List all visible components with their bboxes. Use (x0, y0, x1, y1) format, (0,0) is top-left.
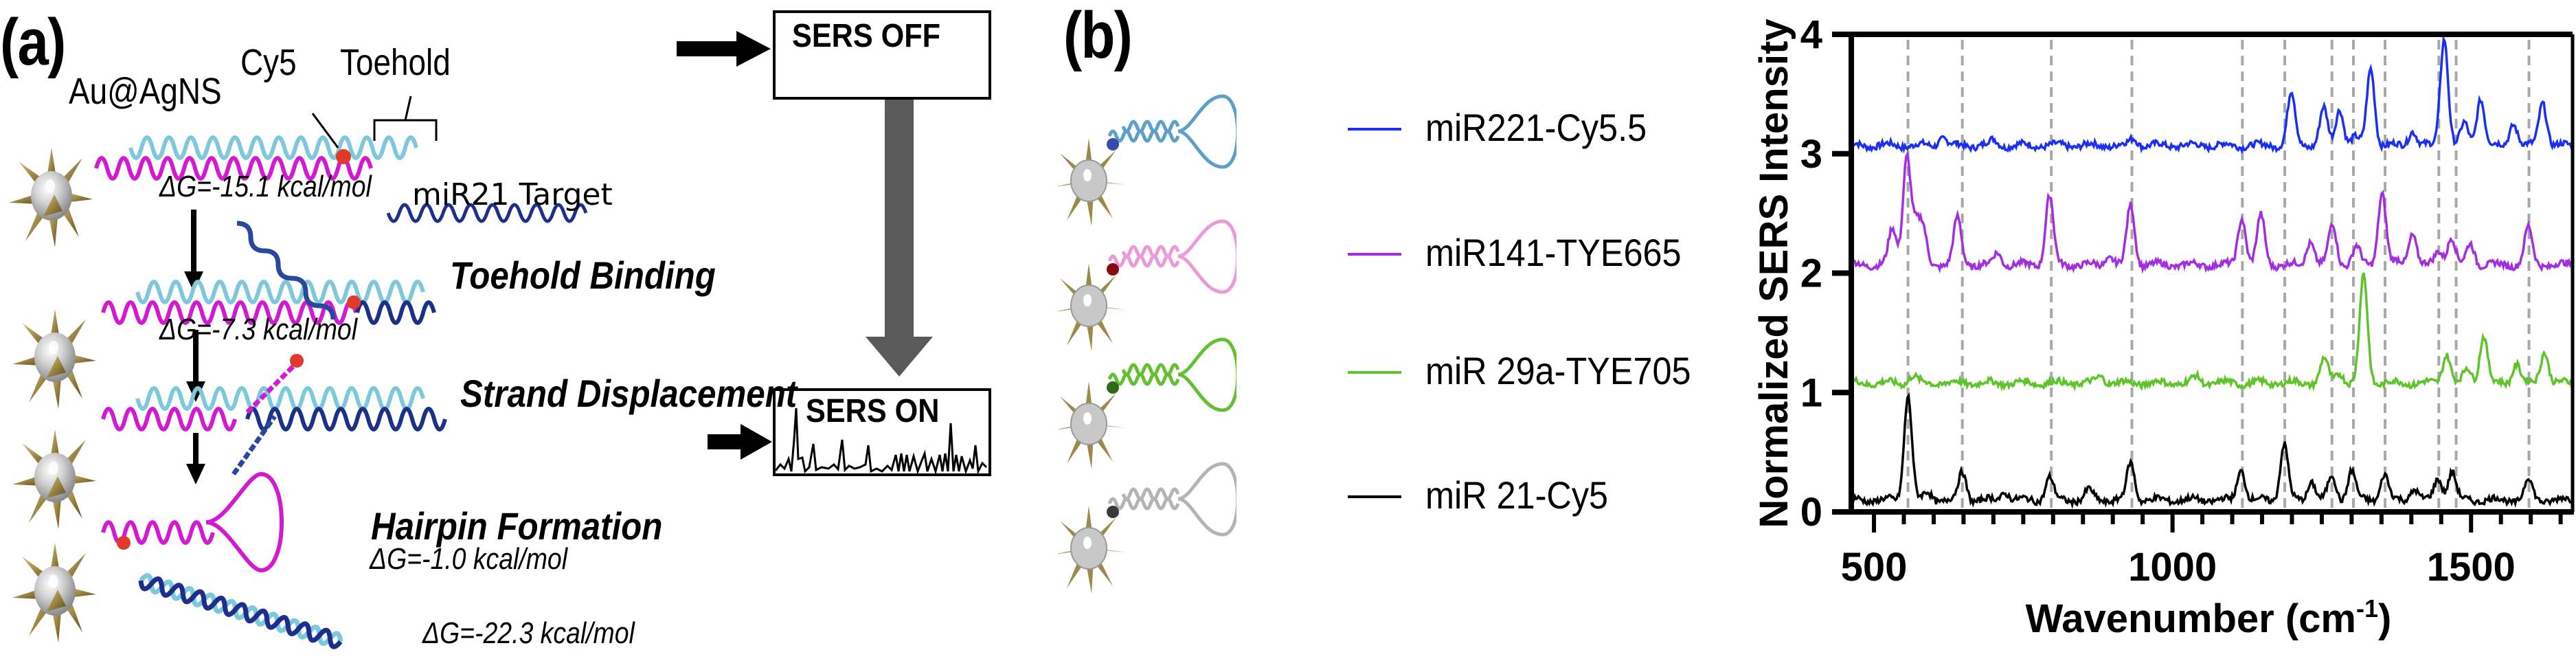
dye-icon (1107, 263, 1119, 276)
panel-b-label: (b) (1063, 0, 1133, 72)
delta-g-toehold: ΔG=-7.3 kcal/mol (159, 313, 358, 346)
delta-g-initial: ΔG=-15.1 kcal/mol (159, 170, 372, 203)
dye-icon (1107, 381, 1119, 394)
nanostar-icon (12, 429, 96, 529)
probe-hairpin-icon (1058, 462, 1236, 594)
probe-hairpin-icon (1058, 219, 1236, 351)
legend-line (1348, 253, 1401, 256)
series-line-mir-29a-tye705 (1851, 272, 2573, 392)
legend-label: miR221-Cy5.5 (1425, 106, 1647, 149)
legend-line (1348, 128, 1401, 131)
sers-on-spectrum (774, 407, 988, 475)
step-hairpin-formation: Hairpin Formation (371, 504, 663, 548)
big-arrow-shaft (885, 98, 914, 339)
series-line-mir-21-cy5 (1850, 392, 2574, 509)
y-tick-label: 0 (1800, 490, 1822, 535)
probe-hairpin-icon (1058, 337, 1236, 469)
y-tick-label: 1 (1800, 370, 1822, 415)
sers-on-box: SERS ON (773, 388, 991, 476)
probe-strand (94, 156, 373, 181)
released-duplex (138, 573, 343, 649)
legend-line (1348, 495, 1401, 498)
y-tick-label: 3 (1800, 132, 1822, 177)
x-axis-label-main: Wavenumber (cm (2026, 596, 2356, 641)
complement-strand (128, 135, 418, 160)
panel-a-schematic (9, 31, 988, 649)
sers-spectra-chart: 0 1 2 3 4 500 1000 1500 Normalized SERS Intensi… (1752, 12, 2575, 641)
nanostar-icon (9, 148, 93, 247)
delta-g-hairpin: ΔG=-1.0 kcal/mol (370, 542, 568, 576)
toehold-label: Toehold (340, 42, 451, 83)
sers-off-title: SERS OFF (792, 18, 941, 54)
x-tick-label: 500 (1841, 545, 1908, 590)
arrow-right-icon (736, 31, 771, 67)
arrow-down-icon (184, 271, 203, 292)
nanostar-icon (12, 543, 96, 642)
dye-icon (1107, 138, 1119, 150)
legend-label: miR141-TYE665 (1425, 231, 1682, 274)
legend-label: miR 21-Cy5 (1425, 473, 1609, 517)
mir21-target-strand (386, 203, 588, 223)
arrow-right-icon (741, 424, 772, 460)
cy5-dye-icon (336, 149, 351, 164)
series-line-mir141-tye665 (1851, 150, 2574, 274)
cy5-pointer (311, 113, 339, 148)
arrow-down-icon (186, 464, 205, 484)
hairpin-loop (205, 471, 284, 573)
x-tick-label: 1500 (2427, 545, 2516, 590)
x-axis-label-close: ) (2378, 596, 2391, 641)
x-tick-label: 1000 (2128, 545, 2217, 590)
legend-line (1348, 371, 1401, 374)
delta-g-duplex: ΔG=-22.3 kcal/mol (422, 616, 635, 650)
nanostar-icon (12, 309, 96, 409)
step-strand-displacement: Strand Displacement (460, 372, 798, 415)
y-axis-label: Normalized SERS Intensity (1752, 19, 1796, 528)
probe-hairpin-icon (1058, 94, 1236, 226)
x-axis-label: Wavenumber (cm-1) (2026, 594, 2392, 641)
y-tick-label: 2 (1800, 251, 1822, 296)
sers-on-title: SERS ON (806, 393, 940, 429)
target-label: miR21 Target (412, 177, 613, 212)
big-arrow-down-icon (866, 337, 933, 377)
x-axis-label-sup: -1 (2356, 594, 2378, 623)
step-toehold-binding: Toehold Binding (450, 254, 716, 297)
sers-off-box: SERS OFF (773, 10, 991, 100)
legend-label: miR 29a-TYE705 (1425, 349, 1691, 392)
nanoparticle-label: Au@AgNS (69, 71, 222, 112)
probe-icons (1058, 94, 1236, 594)
series-line-mir221-cy5.5 (1851, 34, 2574, 155)
dye-icon (1107, 506, 1119, 518)
y-tick-label: 4 (1800, 12, 1822, 57)
toehold-bracket (373, 96, 438, 141)
cy5-label: Cy5 (240, 42, 297, 83)
panel-a-label: (a) (0, 5, 66, 79)
